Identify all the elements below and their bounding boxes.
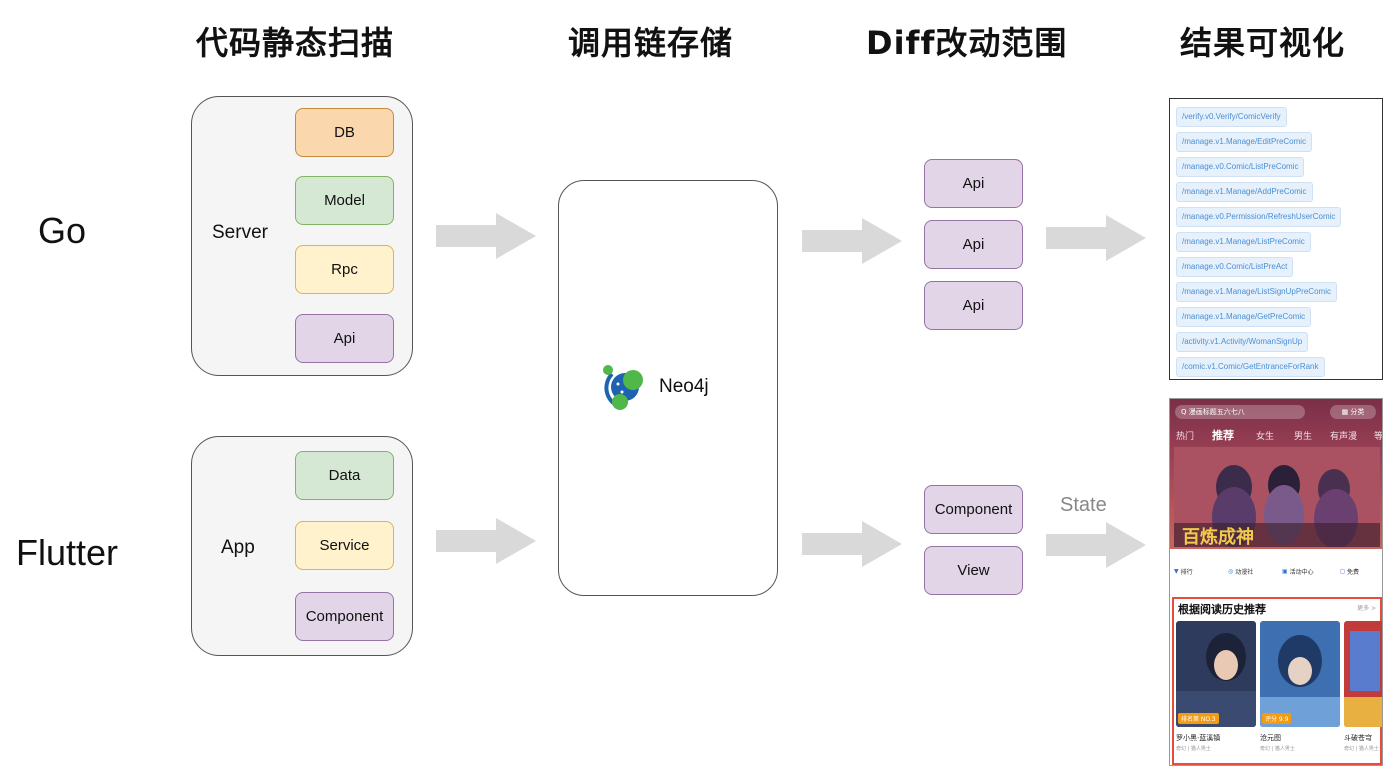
api-list-screenshot: /verify.v0.Verify/ComicVerify /manage.v1… bbox=[1169, 98, 1383, 380]
heading-static-scan: 代码静态扫描 bbox=[196, 24, 395, 62]
layer-model: Model bbox=[295, 176, 394, 225]
layer-service: Service bbox=[295, 521, 394, 570]
recommendation-more-link: 更多 > bbox=[1357, 605, 1376, 612]
arrow-view-to-visual bbox=[1046, 522, 1146, 568]
app-group-label: App bbox=[221, 537, 255, 558]
app-screenshot: Q 漫画标题五六七八 ▦ 分类 热门 推荐 女生 男生 有声漫 等 百炼成神 ▼… bbox=[1169, 398, 1383, 766]
arrow-neo4j-to-view-diff bbox=[802, 521, 902, 567]
api-list-item: /manage.v1.Manage/AddPreComic bbox=[1176, 182, 1313, 202]
api-list-item: /manage.v0.Comic/ListPreComic bbox=[1176, 157, 1305, 177]
layer-data: Data bbox=[295, 451, 394, 500]
rank-icon: ▼ bbox=[1174, 568, 1179, 575]
recommendation-title: 根据阅读历史推荐 bbox=[1178, 603, 1266, 616]
language-flutter: Flutter bbox=[16, 532, 119, 573]
app-search-bar: Q 漫画标题五六七八 bbox=[1175, 405, 1305, 419]
heading-diff-scope: Diff改动范围 bbox=[866, 24, 1068, 62]
app-quick-links: ▼排行 ◎动漫社 ▣活动中心 ◻免费 bbox=[1170, 559, 1382, 589]
svg-text:百炼成神: 百炼成神 bbox=[1182, 526, 1254, 547]
heading-call-chain-storage: 调用链存储 bbox=[568, 24, 734, 62]
api-list-item: /manage.v0.Comic/ListPreAct bbox=[1176, 257, 1294, 277]
book-title: 沧元图 bbox=[1260, 734, 1281, 742]
api-list-item: /manage.v1.Manage/ListPreComic bbox=[1176, 232, 1311, 252]
api-list-item: /manage.v1.Manage/GetPreComic bbox=[1176, 307, 1312, 327]
app-header: Q 漫画标题五六七八 ▦ 分类 热门 推荐 女生 男生 有声漫 等 百炼成神 bbox=[1170, 399, 1383, 549]
neo4j-storage-box bbox=[558, 180, 778, 596]
app-category-button: ▦ 分类 bbox=[1330, 405, 1376, 419]
api-list-item: /manage.v0.Permission/RefreshUserComic bbox=[1176, 207, 1342, 227]
arrow-server-to-neo4j bbox=[436, 213, 536, 259]
server-group-label: Server bbox=[212, 222, 268, 243]
arrow-api-to-visual bbox=[1046, 215, 1146, 261]
book-badge: 排名第 NO.3 bbox=[1178, 713, 1219, 724]
diff-api-3: Api bbox=[924, 281, 1023, 330]
book-subtitle: 奇幻 | 猫人男士 bbox=[1344, 746, 1379, 752]
language-go: Go bbox=[38, 210, 87, 251]
neo4j-label: Neo4j bbox=[659, 376, 709, 397]
app-quick-link: ◻免费 bbox=[1340, 568, 1359, 576]
app-quick-link: ▼排行 bbox=[1174, 568, 1193, 576]
book-subtitle: 奇幻 | 猫人男士 bbox=[1176, 746, 1211, 752]
book-badge: 评分 9.9 bbox=[1262, 713, 1292, 724]
api-list-item: /manage.v1.Manage/ListSignUpPreComic bbox=[1176, 282, 1337, 302]
diff-component: Component bbox=[924, 485, 1023, 534]
community-icon: ◎ bbox=[1228, 568, 1234, 575]
book-title: 罗小黑·蓝溪镇 bbox=[1176, 734, 1221, 742]
recommendation-section: 根据阅读历史推荐 更多 > 排名第 NO.3 评分 9.9 bbox=[1172, 597, 1382, 765]
arrow-app-to-neo4j bbox=[436, 518, 536, 564]
app-banner-image: 百炼成神 bbox=[1174, 447, 1380, 547]
app-quick-link: ▣活动中心 bbox=[1282, 568, 1314, 576]
book-cover bbox=[1344, 621, 1382, 727]
api-list-item: /manage.v1.Manage/EditPreComic bbox=[1176, 132, 1313, 152]
diff-api-2: Api bbox=[924, 220, 1023, 269]
event-icon: ▣ bbox=[1282, 568, 1288, 575]
app-tab: 有声漫 bbox=[1330, 432, 1358, 442]
book-title: 斗破苍穹 bbox=[1344, 734, 1372, 742]
state-label: State bbox=[1060, 494, 1107, 516]
api-list-item: /activity.v1.Activity/WomanSignUp bbox=[1176, 332, 1309, 352]
diff-api-1: Api bbox=[924, 159, 1023, 208]
layer-component: Component bbox=[295, 592, 394, 641]
book-cover: 排名第 NO.3 bbox=[1176, 621, 1256, 727]
book-cover-art-2 bbox=[1260, 621, 1340, 727]
app-tab: 等 bbox=[1374, 432, 1383, 442]
free-icon: ◻ bbox=[1340, 568, 1345, 575]
app-quick-link: ◎动漫社 bbox=[1228, 568, 1254, 576]
layer-api: Api bbox=[295, 314, 394, 363]
layer-db: DB bbox=[295, 108, 394, 157]
book-cover-art-1 bbox=[1176, 621, 1256, 727]
app-tab: 女生 bbox=[1256, 432, 1275, 442]
app-tab: 热门 bbox=[1176, 432, 1195, 442]
app-tab: 男生 bbox=[1294, 432, 1313, 442]
app-tab-active: 推荐 bbox=[1212, 429, 1234, 442]
book-cover: 评分 9.9 bbox=[1260, 621, 1340, 727]
layer-rpc: Rpc bbox=[295, 245, 394, 294]
heading-visualization: 结果可视化 bbox=[1180, 24, 1346, 62]
diff-view: View bbox=[924, 546, 1023, 595]
arrow-neo4j-to-api-diff bbox=[802, 218, 902, 264]
neo4j-logo-icon bbox=[603, 365, 643, 410]
book-cover-art-3 bbox=[1344, 621, 1382, 727]
api-list-item: /comic.v1.Comic/GetEntranceForRank bbox=[1176, 357, 1325, 377]
api-list-item: /verify.v0.Verify/ComicVerify bbox=[1176, 107, 1287, 127]
book-subtitle: 奇幻 | 猫人男士 bbox=[1260, 746, 1295, 752]
